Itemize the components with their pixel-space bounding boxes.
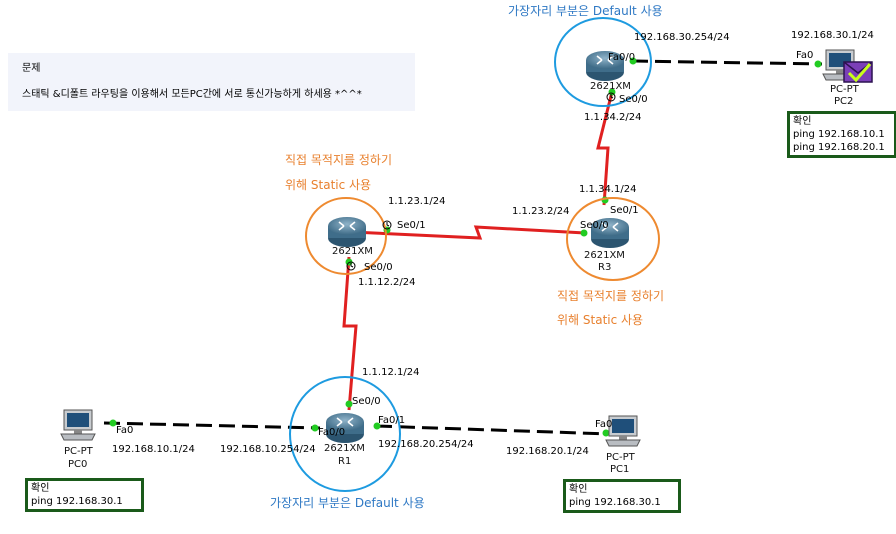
ip-label: 1.1.34.2/24 xyxy=(584,112,641,123)
serial-link-left-r1 xyxy=(342,256,358,411)
note-line: ping 192.168.30.1 xyxy=(31,496,123,507)
ip-label: 192.168.30.1/24 xyxy=(791,30,874,41)
annotation-bottom-default: 가장자리 부분은 Default 사용 xyxy=(270,496,425,510)
ip-label: 192.168.30.254/24 xyxy=(634,32,730,43)
port-label: Se0/0 xyxy=(580,220,609,231)
port-label: Fa0 xyxy=(116,425,133,436)
note-line: ping 192.168.10.1 xyxy=(793,129,885,140)
ethernet-link-r1-pc1 xyxy=(375,424,611,436)
ip-label: 192.168.10.254/24 xyxy=(220,444,316,455)
annotation-left-static-1: 직접 목적지를 정하기 xyxy=(285,153,392,167)
problem-note: 문제 스태틱 &디폴트 라우팅을 이용해서 모든PC간에 서로 통신가능하게 하… xyxy=(8,53,415,111)
pc-type: PC-PT xyxy=(606,452,636,463)
problem-title: 문제 xyxy=(22,63,41,74)
pc2-note: 확인 ping 192.168.10.1 ping 192.168.20.1 xyxy=(787,111,896,158)
port-label: Fa0/0 xyxy=(318,427,345,438)
pc-name: PC2 xyxy=(834,96,853,107)
router-model: 2621XM xyxy=(590,81,631,92)
port-label: Fa0/0 xyxy=(608,52,635,63)
port-label: Fa0/1 xyxy=(378,415,405,426)
router-model: 2621XM xyxy=(324,443,365,454)
annotation-left-static-2: 위해 Static 사용 xyxy=(285,178,371,192)
orange-circle-r3 xyxy=(566,197,660,281)
envelope-check-icon xyxy=(843,61,873,83)
note-title: 확인 xyxy=(31,483,50,494)
port-label: Se0/0 xyxy=(364,262,393,273)
pc-type: PC-PT xyxy=(830,84,860,95)
ip-label: 192.168.10.1/24 xyxy=(112,444,195,455)
ethernet-link-r1-pc0 xyxy=(103,421,321,430)
orange-circle-left xyxy=(305,197,387,275)
port-label: Se0/0 xyxy=(352,396,381,407)
ethernet-link-top-pc2 xyxy=(631,59,823,66)
pc-name: PC1 xyxy=(610,464,629,475)
blue-circle-r1 xyxy=(289,376,401,492)
router-icon[interactable] xyxy=(327,216,367,248)
ip-label: 1.1.23.2/24 xyxy=(512,206,569,217)
port-label: Se0/1 xyxy=(610,205,639,216)
port-label: Se0/0 xyxy=(619,94,648,105)
router-model: 2621XM xyxy=(584,250,625,261)
ip-label: 192.168.20.1/24 xyxy=(506,446,589,457)
ip-label: 192.168.20.254/24 xyxy=(378,439,474,450)
serial-link-top-r3 xyxy=(596,91,614,206)
pc0-note: 확인 ping 192.168.30.1 xyxy=(25,478,144,512)
ip-label: 1.1.23.1/24 xyxy=(388,196,445,207)
router-model: 2621XM xyxy=(332,246,373,257)
blue-circle-top xyxy=(554,17,652,107)
ip-label: 1.1.34.1/24 xyxy=(579,184,636,195)
note-title: 확인 xyxy=(793,116,812,127)
router-name: R1 xyxy=(338,456,351,467)
note-title: 확인 xyxy=(569,484,588,495)
port-label: Se0/1 xyxy=(397,220,426,231)
note-line: ping 192.168.30.1 xyxy=(569,497,661,508)
pc1-note: 확인 ping 192.168.30.1 xyxy=(563,479,681,513)
annotation-top-default: 가장자리 부분은 Default 사용 xyxy=(508,4,663,18)
annotation-right-static-2: 위해 Static 사용 xyxy=(557,313,643,327)
pc-icon[interactable] xyxy=(60,409,96,441)
serial-link-left-r3 xyxy=(351,225,586,240)
link-status-dots xyxy=(109,57,822,437)
pc-type: PC-PT xyxy=(64,446,94,457)
router-name: R3 xyxy=(598,262,611,273)
ip-label: 1.1.12.2/24 xyxy=(358,277,415,288)
pc-name: PC0 xyxy=(68,459,87,470)
clock-icon xyxy=(346,92,616,271)
annotation-right-static-1: 직접 목적지를 정하기 xyxy=(557,289,664,303)
port-label: Fa0 xyxy=(595,419,612,430)
port-label: Fa0 xyxy=(796,50,813,61)
note-line: ping 192.168.20.1 xyxy=(793,142,885,153)
problem-text: 스태틱 &디폴트 라우팅을 이용해서 모든PC간에 서로 통신가능하게 하세용 … xyxy=(22,89,362,100)
ip-label: 1.1.12.1/24 xyxy=(362,367,419,378)
